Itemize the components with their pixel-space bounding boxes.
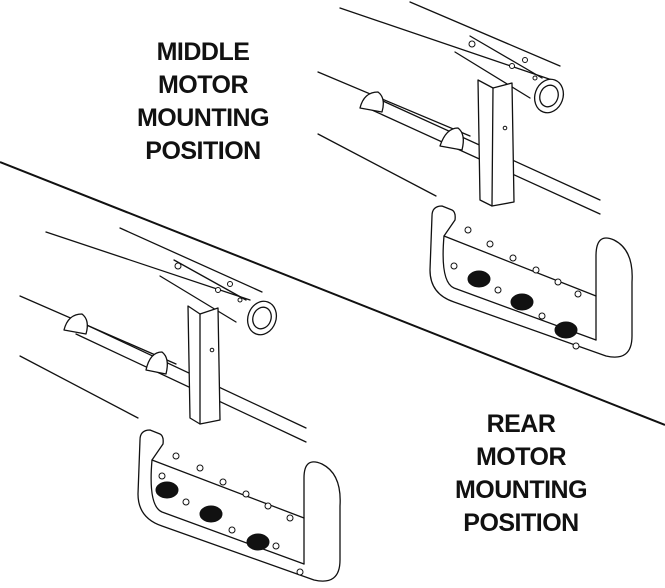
middle-motor-mounting-label: MIDDLE MOTOR MOUNTING POSITION [118,36,288,168]
label-line: MOTOR [157,71,249,99]
label-line: MIDDLE [156,38,250,66]
label-line: REAR [486,410,556,438]
label-line: MOTOR [475,443,567,471]
rear-motor-mounting-label: REAR MOTOR MOUNTING POSITION [436,408,606,540]
middle-mount-assembly [317,1,633,358]
label-line: POSITION [145,137,261,165]
divider-line [0,161,665,426]
label-line: MOUNTING [454,476,588,504]
label-line: POSITION [463,509,579,537]
rear-mount-assembly [19,227,341,582]
label-line: MOUNTING [136,104,270,132]
